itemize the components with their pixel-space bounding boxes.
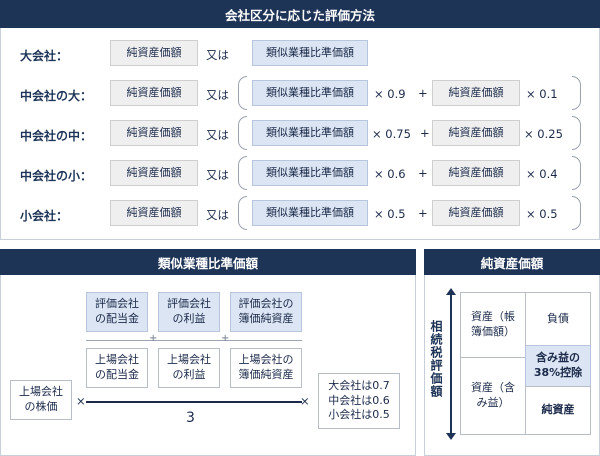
liabilities-cell: 負債: [525, 292, 591, 346]
similar-industry-box: 類似業種比準価額: [252, 40, 368, 66]
net-asset-panel-title: 純資産価額: [424, 249, 600, 275]
multiplier: × 0.5: [374, 207, 406, 221]
or-label: 又は: [206, 208, 229, 222]
paren-left: [238, 116, 247, 150]
paren-left: [238, 196, 247, 230]
paren-left: [238, 156, 247, 190]
net-asset-box: 純資産価額: [432, 120, 520, 146]
multiplier: × 0.1: [526, 87, 558, 101]
listed-stock-price-box: 上場会社の株価: [10, 380, 72, 420]
arrow-up-icon: [446, 288, 456, 295]
row-label-large: 大会社：: [20, 49, 69, 63]
plus-sign: +: [420, 126, 430, 140]
similar-panel-title: 類似業種比準価額: [0, 249, 416, 275]
net-asset-box: 純資産価額: [110, 80, 198, 106]
multiplier: × 0.75: [372, 127, 411, 141]
or-label: 又は: [206, 88, 229, 102]
main-fraction-line: [86, 401, 302, 403]
multiplier: × 0.25: [524, 127, 563, 141]
paren-right: [572, 116, 581, 150]
multiplier: × 0.6: [374, 167, 406, 181]
listed-dividend-box: 上場会社の配当金: [86, 348, 148, 388]
similar-industry-box: 類似業種比準価額: [252, 120, 368, 146]
eval-dividend-box: 評価会社の配当金: [86, 292, 148, 332]
plus-sign: +: [418, 206, 428, 220]
coefficient-medium: 中会社は0.6: [328, 393, 390, 407]
paren-right: [572, 196, 581, 230]
net-assets-cell: 純資産: [525, 386, 591, 435]
gain-deduction-cell: 含み益の38%控除: [525, 345, 591, 387]
assets-unrealized-gain-cell: 資産（含み益）: [460, 357, 526, 435]
plus-sign: +: [418, 166, 428, 180]
paren-right: [572, 76, 581, 110]
listed-book-value-box: 上場会社の簿価純資産: [230, 348, 302, 388]
coefficient-box: 大会社は0.7 中会社は0.6 小会社は0.5: [318, 373, 400, 429]
multiplier: × 0.4: [526, 167, 558, 181]
denominator: 3: [186, 410, 195, 426]
row-label-medium-large: 中会社の大：: [20, 89, 93, 103]
plus-sign: +: [418, 86, 428, 100]
times-sign: ×: [300, 394, 310, 408]
arrow-down-icon: [446, 433, 456, 440]
similar-industry-box: 類似業種比準価額: [252, 160, 368, 186]
row-label-medium-medium: 中会社の中：: [20, 129, 93, 143]
top-title: 会社区分に応じた評価方法: [0, 0, 600, 28]
paren-left: [238, 76, 247, 110]
coefficient-large: 大会社は0.7: [328, 378, 390, 392]
paren-right: [572, 156, 581, 190]
multiplier: × 0.9: [374, 87, 406, 101]
or-label: 又は: [206, 48, 229, 62]
axis-label: 相続税評価額: [429, 320, 443, 398]
coefficient-small: 小会社は0.5: [328, 408, 390, 422]
axis-arrow-line: [450, 294, 452, 434]
net-asset-box: 純資産価額: [110, 120, 198, 146]
plus-sign: +: [149, 333, 158, 344]
inner-fraction-line: [86, 340, 302, 341]
plus-sign: +: [221, 333, 230, 344]
or-label: 又は: [206, 168, 229, 182]
or-label: 又は: [206, 128, 229, 142]
net-asset-box: 純資産価額: [110, 160, 198, 186]
net-asset-box: 純資産価額: [110, 200, 198, 226]
net-asset-box: 純資産価額: [432, 160, 520, 186]
multiplier: × 0.5: [526, 207, 558, 221]
net-asset-box: 純資産価額: [432, 200, 520, 226]
similar-industry-box: 類似業種比準価額: [252, 200, 368, 226]
net-asset-box: 純資産価額: [110, 40, 198, 66]
row-label-medium-small: 中会社の小：: [20, 169, 93, 183]
eval-book-value-box: 評価会社の簿価純資産: [230, 292, 302, 332]
net-asset-box: 純資産価額: [432, 80, 520, 106]
eval-profit-box: 評価会社の利益: [158, 292, 220, 332]
assets-book-value-cell: 資産（帳簿価額）: [460, 292, 526, 358]
similar-industry-box: 類似業種比準価額: [252, 80, 368, 106]
times-sign: ×: [76, 394, 86, 408]
row-label-small: 小会社：: [20, 209, 69, 223]
listed-profit-box: 上場会社の利益: [158, 348, 220, 388]
